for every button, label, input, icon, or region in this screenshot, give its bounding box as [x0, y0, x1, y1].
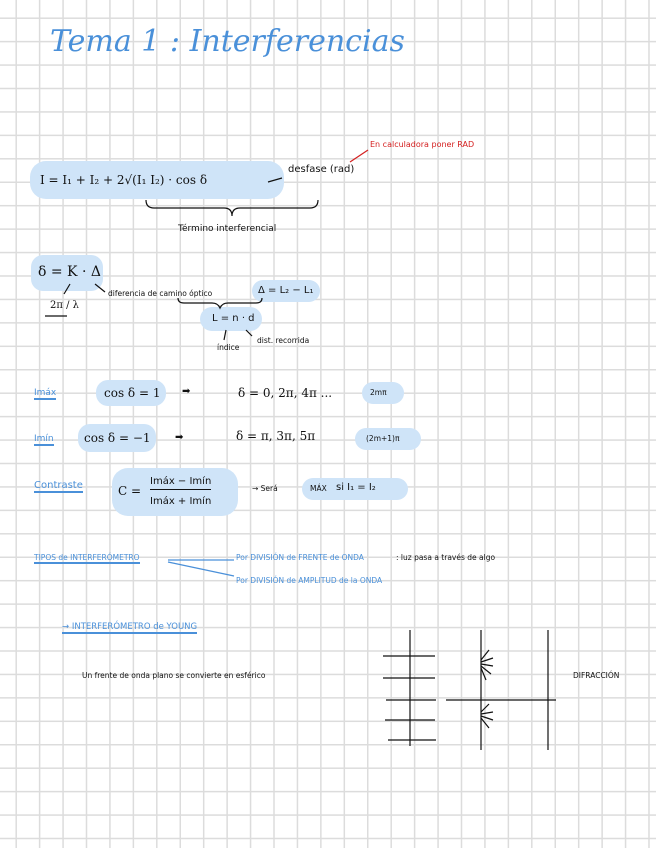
types-branch-lines: [167, 559, 235, 577]
imin-values: δ = π, 3π, 5π: [236, 429, 316, 443]
contrast-label: Contraste: [34, 480, 83, 493]
interferometer-types-label: TIPOS de INTERFERÓMETRO: [34, 553, 140, 564]
contrast-max: MÁX: [310, 484, 327, 493]
contrast-result-highlight: [302, 478, 408, 500]
desfase-label: desfase (rad): [288, 164, 355, 175]
imax-general-highlight: [362, 382, 404, 404]
imax-label: Imáx: [34, 388, 57, 400]
page-title: Tema 1 : Interferencias: [50, 24, 405, 59]
imin-general: (2m+1)π: [366, 434, 400, 443]
diffraction-rays: [480, 649, 494, 729]
formula-highlight: [30, 161, 284, 199]
optical-path-equation: L = n · d: [212, 313, 255, 324]
desfase-arrow: [267, 177, 283, 183]
delta-eq-highlight: [252, 280, 320, 302]
imin-condition: cos δ = −1: [84, 431, 151, 445]
imax-values: δ = 0, 2π, 4π ...: [238, 386, 333, 400]
path-difference-equation: Δ = L₂ − L₁: [258, 285, 314, 296]
arrow-icon: ➡: [182, 386, 191, 397]
k-arrow: [63, 283, 71, 295]
contrast-result: → Será: [252, 484, 278, 493]
imax-highlight: [96, 380, 166, 406]
index-arrow: [223, 329, 227, 341]
calculator-note: En calculadora poner RAD: [370, 140, 475, 149]
interference-term-label: Término interferencial: [178, 224, 277, 234]
index-label: índice: [217, 343, 240, 352]
L-eq-highlight: [200, 307, 262, 331]
contrast-numerator: Imáx − Imín: [150, 476, 212, 490]
young-description: Un frente de onda plano se convierte en …: [82, 671, 266, 680]
optical-path-label: diferencia de camino óptico: [108, 289, 213, 298]
type-amplitude-division: Por DIVISIÓN de AMPLITUD de la ONDA: [236, 576, 383, 585]
interference-brace: [145, 199, 319, 217]
distance-arrow: [245, 329, 253, 337]
imax-condition: cos δ = 1: [104, 386, 161, 400]
contrast-highlight: [112, 468, 238, 516]
wave-arrows: [383, 655, 436, 741]
imax-general: 2mπ: [370, 388, 387, 397]
imin-label: Imín: [34, 434, 54, 446]
delta-equation: δ = K · Δ: [38, 264, 101, 280]
imin-highlight: [78, 424, 156, 452]
delta-arrow: [94, 283, 106, 293]
type-wavefront-division: Por DIVISIÓN de FRENTE de ONDA: [236, 553, 364, 562]
contrast-lhs: C =: [118, 484, 142, 498]
intensity-formula: I = I₁ + I₂ + 2√(I₁ I₂) · cos δ: [40, 173, 208, 187]
delta-highlight: [31, 255, 103, 291]
diffraction-label: DIFRACCIÓN: [573, 671, 620, 680]
type-wavefront-note: : luz pasa a través de algo: [396, 553, 496, 562]
young-interferometer-label: → INTERFERÓMETRO de YOUNG: [62, 622, 198, 634]
distance-label: dist. recorrida: [257, 336, 310, 345]
contrast-denominator: Imáx + Imín: [150, 496, 212, 507]
young-diagram: [383, 630, 556, 750]
imin-general-highlight: [355, 428, 421, 450]
k-value: 2π / λ: [50, 300, 79, 311]
optical-path-brace: [177, 297, 263, 310]
calc-note-arrow: [349, 149, 369, 163]
arrow-icon: ➡: [175, 432, 184, 443]
contrast-condition: si I₁ = I₂: [336, 482, 376, 493]
